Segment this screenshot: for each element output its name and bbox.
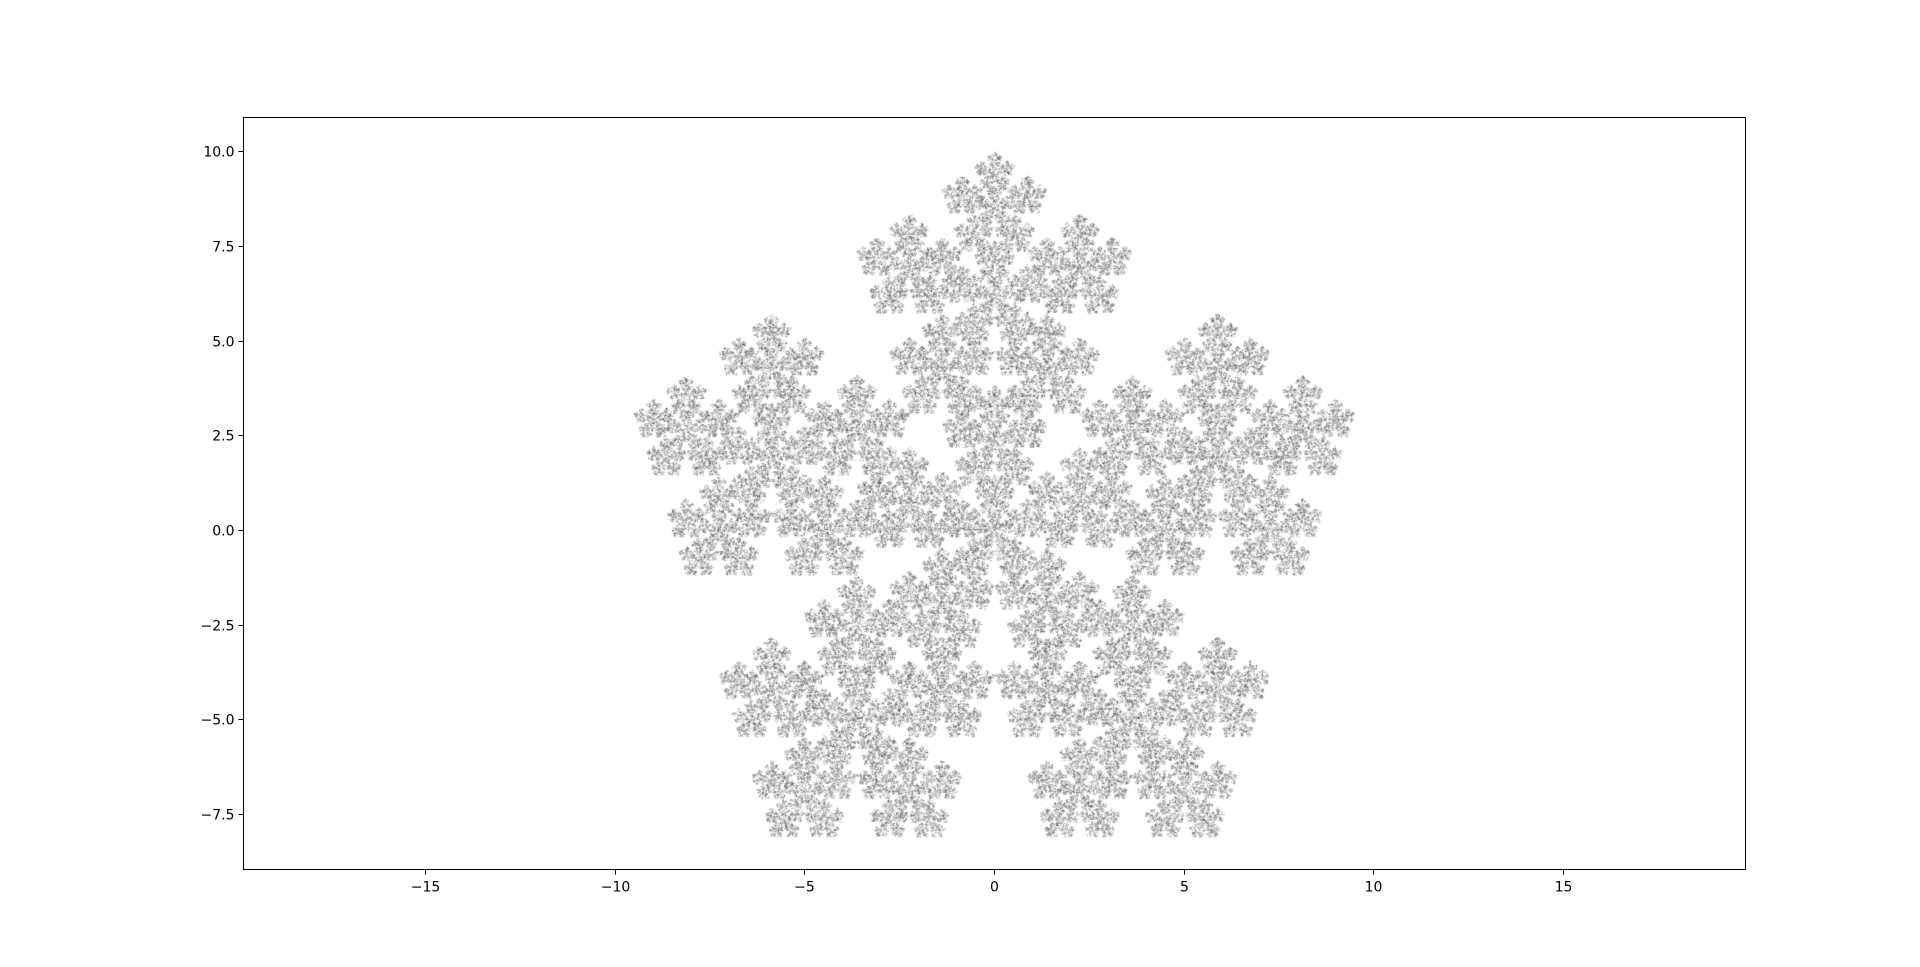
x-tick-label: 10 bbox=[1365, 880, 1383, 896]
y-tick: 5.0 bbox=[212, 335, 244, 351]
y-tick-label: 5.0 bbox=[212, 335, 234, 351]
y-tick: −5.0 bbox=[201, 713, 244, 729]
x-tick-label: −10 bbox=[601, 880, 631, 896]
y-tick: −7.5 bbox=[201, 808, 244, 824]
axes: −15 −10 −5 0 5 10 15 10.0 7.5 5.0 2.5 0.0 −2.5 −5.0 −… bbox=[201, 117, 1746, 896]
x-tick: 10 bbox=[1365, 869, 1383, 896]
y-tick: 2.5 bbox=[212, 429, 244, 445]
x-axis-ticks: −15 −10 −5 0 5 10 15 bbox=[411, 869, 1573, 896]
x-tick-label: 15 bbox=[1555, 880, 1573, 896]
y-tick: 0.0 bbox=[212, 524, 244, 540]
x-tick-label: 0 bbox=[990, 880, 999, 896]
y-tick-label: −5.0 bbox=[201, 713, 235, 729]
x-tick: 15 bbox=[1555, 869, 1573, 896]
x-tick-label: 5 bbox=[1180, 880, 1189, 896]
x-tick: 5 bbox=[1180, 869, 1189, 896]
x-tick: −5 bbox=[794, 869, 815, 896]
x-tick: −15 bbox=[411, 869, 441, 896]
y-tick: 10.0 bbox=[203, 145, 244, 161]
y-tick-label: −7.5 bbox=[201, 808, 235, 824]
plot-area bbox=[243, 117, 1745, 869]
y-tick-label: 0.0 bbox=[212, 524, 234, 540]
x-tick-label: −5 bbox=[794, 880, 815, 896]
x-tick-label: −15 bbox=[411, 880, 441, 896]
y-tick: 7.5 bbox=[212, 240, 244, 256]
x-tick: −10 bbox=[601, 869, 631, 896]
y-tick-label: −2.5 bbox=[201, 619, 235, 635]
y-tick-label: 2.5 bbox=[212, 429, 234, 445]
fractal-scatter-points bbox=[243, 117, 1745, 869]
y-tick-label: 10.0 bbox=[203, 145, 234, 161]
y-axis-ticks: 10.0 7.5 5.0 2.5 0.0 −2.5 −5.0 −7.5 bbox=[201, 145, 244, 824]
y-tick-label: 7.5 bbox=[212, 240, 234, 256]
y-tick: −2.5 bbox=[201, 619, 244, 635]
x-tick: 0 bbox=[990, 869, 999, 896]
